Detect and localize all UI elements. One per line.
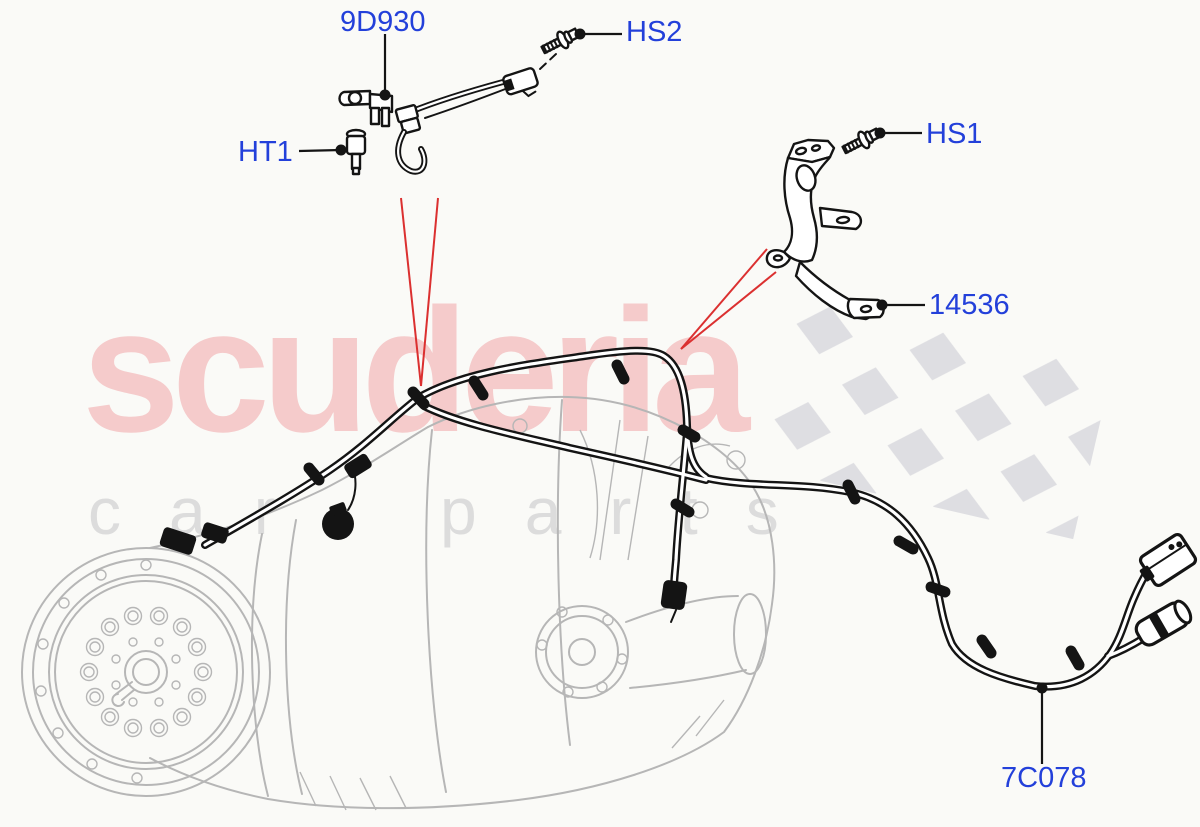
wiring-harness — [159, 346, 1198, 691]
battery-cable-assembly — [338, 53, 557, 175]
harness-connector-round — [1134, 599, 1193, 647]
flywheel — [21, 547, 271, 797]
watermark-brand: scuderia — [82, 273, 750, 469]
gearbox-body — [149, 395, 776, 811]
leader-lines — [298, 28, 1048, 764]
part-label-hs2[interactable]: HS2 — [626, 16, 683, 48]
harness-connector-rect — [1138, 532, 1198, 588]
hs2-bolt — [540, 27, 581, 55]
transmission-illustration — [21, 395, 776, 811]
ht1-sensor — [345, 128, 367, 176]
part-label-9d930[interactable]: 9D930 — [340, 6, 426, 38]
part-label-14536[interactable]: 14536 — [929, 289, 1010, 321]
red-pointer-lines — [400, 197, 777, 387]
mounting-bracket — [765, 138, 885, 321]
part-label-ht1[interactable]: HT1 — [238, 136, 293, 168]
part-label-hs1[interactable]: HS1 — [926, 118, 983, 150]
part-label-7c078[interactable]: 7C078 — [1001, 762, 1087, 794]
checkered-flag — [763, 300, 1112, 540]
